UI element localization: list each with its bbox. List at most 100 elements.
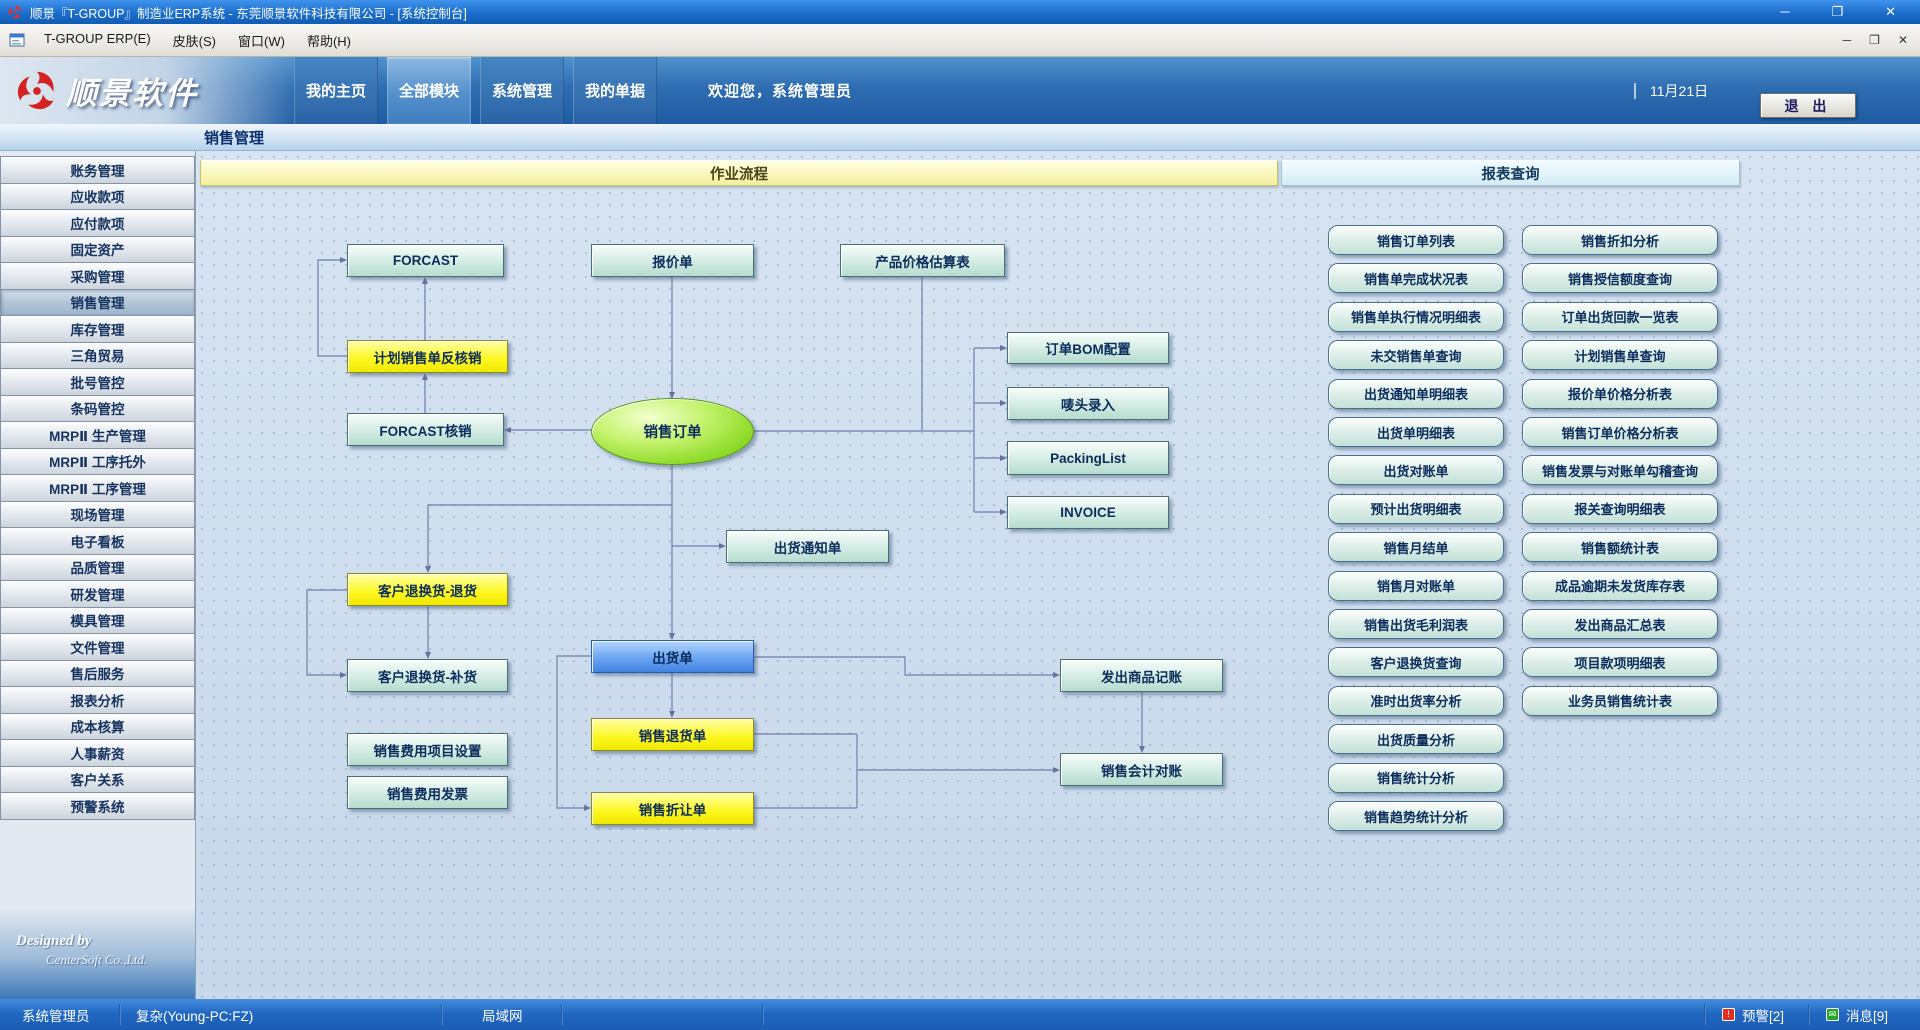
flow-node-expense_invoice[interactable]: 销售费用发票: [347, 776, 508, 809]
brand-name: 顺景软件: [66, 76, 198, 111]
report-button-c1-9[interactable]: 成品逾期未发货库存表: [1522, 570, 1718, 601]
exit-button[interactable]: 退 出: [1760, 93, 1856, 118]
sidebar-item-11[interactable]: MRPⅡ 工序托外: [0, 447, 195, 475]
status-separator: [561, 1004, 563, 1025]
app-header: 顺景软件 我的主页全部模块系统管理我的单据 欢迎您，系统管理员 11月21日 退…: [0, 57, 1920, 124]
report-button-c0-2[interactable]: 销售单执行情况明细表: [1328, 301, 1504, 332]
report-button-c0-13[interactable]: 出货质量分析: [1328, 724, 1504, 755]
menu-item-2[interactable]: 窗口(W): [238, 33, 285, 49]
menu-item-1[interactable]: 皮肤(S): [172, 33, 217, 49]
sidebar-item-9[interactable]: 条码管控: [0, 394, 195, 422]
status-client: 复杂(Young-PC:FZ): [136, 1008, 254, 1024]
sidebar-item-1[interactable]: 应收款项: [0, 182, 195, 210]
menu-item-3[interactable]: 帮助(H): [306, 33, 351, 49]
report-button-c0-7[interactable]: 预计出货明细表: [1328, 493, 1504, 524]
flow-node-cust_return[interactable]: 客户退换货-退货: [347, 573, 508, 606]
report-button-c0-12[interactable]: 准时出货率分析: [1328, 685, 1504, 716]
company-label: CenterSoft Co.,Ltd.: [46, 952, 148, 967]
report-button-c1-10[interactable]: 发出商品汇总表: [1522, 609, 1718, 639]
child-close-icon[interactable]: ✕: [1897, 33, 1908, 47]
window-title: 顺景『T-GROUP』制造业ERP系统 - 东莞顺景软件科技有限公司 - [系统…: [30, 6, 467, 21]
report-button-c1-7[interactable]: 报关查询明细表: [1522, 493, 1718, 524]
flow-node-forcast[interactable]: FORCAST: [347, 244, 504, 277]
sidebar-item-0[interactable]: 账务管理: [0, 156, 195, 184]
flow-node-cust_replenish[interactable]: 客户退换货-补货: [347, 659, 508, 692]
flow-node-order_bom[interactable]: 订单BOM配置: [1007, 332, 1169, 364]
child-restore-icon[interactable]: ❐: [1869, 33, 1880, 47]
report-button-c1-8[interactable]: 销售额统计表: [1522, 532, 1718, 563]
sidebar-item-6[interactable]: 库存管理: [0, 315, 195, 343]
minimize-icon[interactable]: ─: [1780, 4, 1790, 19]
close-icon[interactable]: ✕: [1885, 4, 1896, 19]
flow-edge-ship_bill-sales_allowance: [556, 655, 591, 811]
sidebar-item-12[interactable]: MRPⅡ 工序管理: [0, 474, 195, 502]
report-section-header: 报表查询: [1281, 160, 1740, 186]
flow-node-sales_accounting[interactable]: 销售会计对账: [1060, 753, 1223, 786]
report-button-c1-0[interactable]: 销售折扣分析: [1522, 225, 1718, 255]
report-button-c0-11[interactable]: 客户退换货查询: [1328, 647, 1504, 678]
flow-node-quote[interactable]: 报价单: [591, 244, 754, 277]
status-separator: [441, 1004, 443, 1025]
flow-node-expense_items[interactable]: 销售费用项目设置: [347, 733, 508, 766]
report-button-c0-15[interactable]: 销售趋势统计分析: [1328, 801, 1504, 831]
report-button-c1-2[interactable]: 订单出货回款一览表: [1522, 301, 1718, 332]
report-button-c0-1[interactable]: 销售单完成状况表: [1328, 263, 1504, 294]
report-button-c0-0[interactable]: 销售订单列表: [1328, 225, 1504, 255]
status-alerts[interactable]: 预警[2]: [1742, 1008, 1785, 1024]
sidebar-item-10[interactable]: MRPⅡ 生产管理: [0, 421, 195, 449]
report-button-c1-12[interactable]: 业务员销售统计表: [1522, 685, 1718, 716]
report-button-c1-11[interactable]: 项目款项明细表: [1522, 647, 1718, 678]
flow-node-ship_notice[interactable]: 出货通知单: [726, 530, 889, 563]
report-button-c0-4[interactable]: 出货通知单明细表: [1328, 378, 1504, 409]
sidebar-item-13[interactable]: 现场管理: [0, 500, 195, 528]
status-messages[interactable]: 消息[9]: [1846, 1008, 1889, 1024]
report-button-c0-9[interactable]: 销售月对账单: [1328, 570, 1504, 601]
report-button-c0-6[interactable]: 出货对账单: [1328, 455, 1504, 486]
sidebar-item-16[interactable]: 研发管理: [0, 580, 195, 608]
report-button-c1-3[interactable]: 计划销售单查询: [1522, 340, 1718, 371]
flow-node-plan_reverse[interactable]: 计划销售单反核销: [347, 340, 508, 373]
menu-item-0[interactable]: T-GROUP ERP(E): [44, 30, 151, 46]
flow-node-packing_list[interactable]: PackingList: [1007, 441, 1169, 475]
report-button-c1-4[interactable]: 报价单价格分析表: [1522, 378, 1718, 409]
alert-icon[interactable]: !: [1722, 1008, 1735, 1021]
sidebar-item-19[interactable]: 售后服务: [0, 659, 195, 687]
flow-node-sales_order[interactable]: 销售订单: [591, 398, 754, 465]
flow-node-forcast_writeoff[interactable]: FORCAST核销: [347, 413, 504, 446]
sidebar-item-14[interactable]: 电子看板: [0, 527, 195, 555]
child-minimize-icon[interactable]: ─: [1842, 33, 1852, 47]
report-button-c0-3[interactable]: 未交销售单查询: [1328, 340, 1504, 371]
report-button-c1-1[interactable]: 销售授信额度查询: [1522, 263, 1718, 294]
flow-node-invoice[interactable]: INVOICE: [1007, 496, 1169, 529]
status-separator: [1808, 1004, 1810, 1025]
header-tab-2[interactable]: 系统管理: [480, 57, 564, 124]
sidebar-item-22[interactable]: 人事薪资: [0, 739, 195, 767]
flow-node-goods_issue[interactable]: 发出商品记账: [1060, 659, 1223, 692]
report-button-c1-5[interactable]: 销售订单价格分析表: [1522, 417, 1718, 447]
header-tab-1[interactable]: 全部模块: [387, 57, 471, 124]
report-button-c0-14[interactable]: 销售统计分析: [1328, 762, 1504, 793]
flow-node-marking[interactable]: 唛头录入: [1007, 387, 1169, 420]
flow-node-ship_bill[interactable]: 出货单: [591, 640, 754, 673]
sidebar-item-17[interactable]: 模具管理: [0, 606, 195, 634]
flow-node-price_estimate[interactable]: 产品价格估算表: [840, 244, 1005, 277]
flow-edge-ship_bill-goods_issue: [754, 656, 1060, 678]
message-icon[interactable]: ✉: [1826, 1008, 1839, 1021]
maximize-icon[interactable]: ❐: [1831, 4, 1844, 19]
sidebar-item-18[interactable]: 文件管理: [0, 633, 195, 661]
sidebar-item-15[interactable]: 品质管理: [0, 553, 195, 581]
header-tab-0[interactable]: 我的主页: [294, 57, 378, 124]
sidebar-item-3[interactable]: 固定资产: [0, 235, 195, 263]
header-tab-3[interactable]: 我的单据: [573, 57, 657, 124]
flow-node-sales_allowance[interactable]: 销售折让单: [591, 792, 754, 825]
sidebar-item-7[interactable]: 三角贸易: [0, 341, 195, 369]
window-titlebar: 顺景『T-GROUP』制造业ERP系统 - 东莞顺景软件科技有限公司 - [系统…: [0, 0, 1920, 24]
document-icon: [9, 33, 25, 47]
report-button-c0-5[interactable]: 出货单明细表: [1328, 417, 1504, 447]
sidebar-item-24[interactable]: 预警系统: [0, 792, 195, 820]
report-button-c1-6[interactable]: 销售发票与对账单勾稽查询: [1522, 455, 1718, 486]
report-button-c0-8[interactable]: 销售月结单: [1328, 532, 1504, 563]
flow-node-sales_return[interactable]: 销售退货单: [591, 718, 754, 751]
report-button-c0-10[interactable]: 销售出货毛利润表: [1328, 609, 1504, 639]
status-separator: [1704, 1004, 1706, 1025]
